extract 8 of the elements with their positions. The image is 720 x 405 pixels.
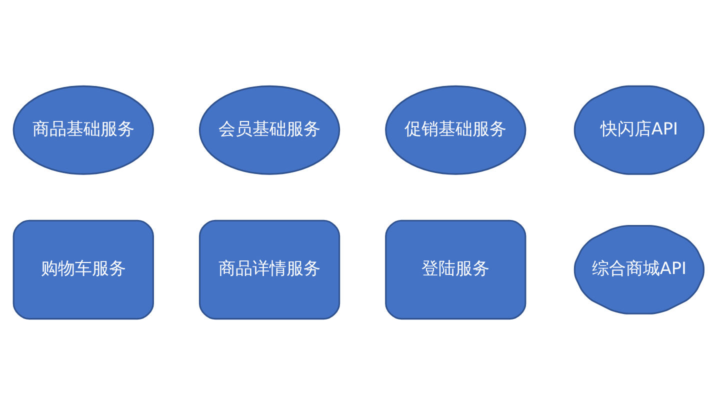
node-box: 登陆服务 (385, 220, 526, 320)
node-ellipse: 综合商城API (574, 224, 704, 314)
node-ellipse: 快闪店API (574, 85, 704, 175)
node-ellipse: 促销基础服务 (385, 85, 526, 175)
node-ellipse: 商品基础服务 (12, 85, 154, 175)
node-box: 购物车服务 (12, 220, 154, 320)
node-box: 商品详情服务 (198, 220, 340, 320)
node-ellipse: 会员基础服务 (198, 85, 340, 175)
